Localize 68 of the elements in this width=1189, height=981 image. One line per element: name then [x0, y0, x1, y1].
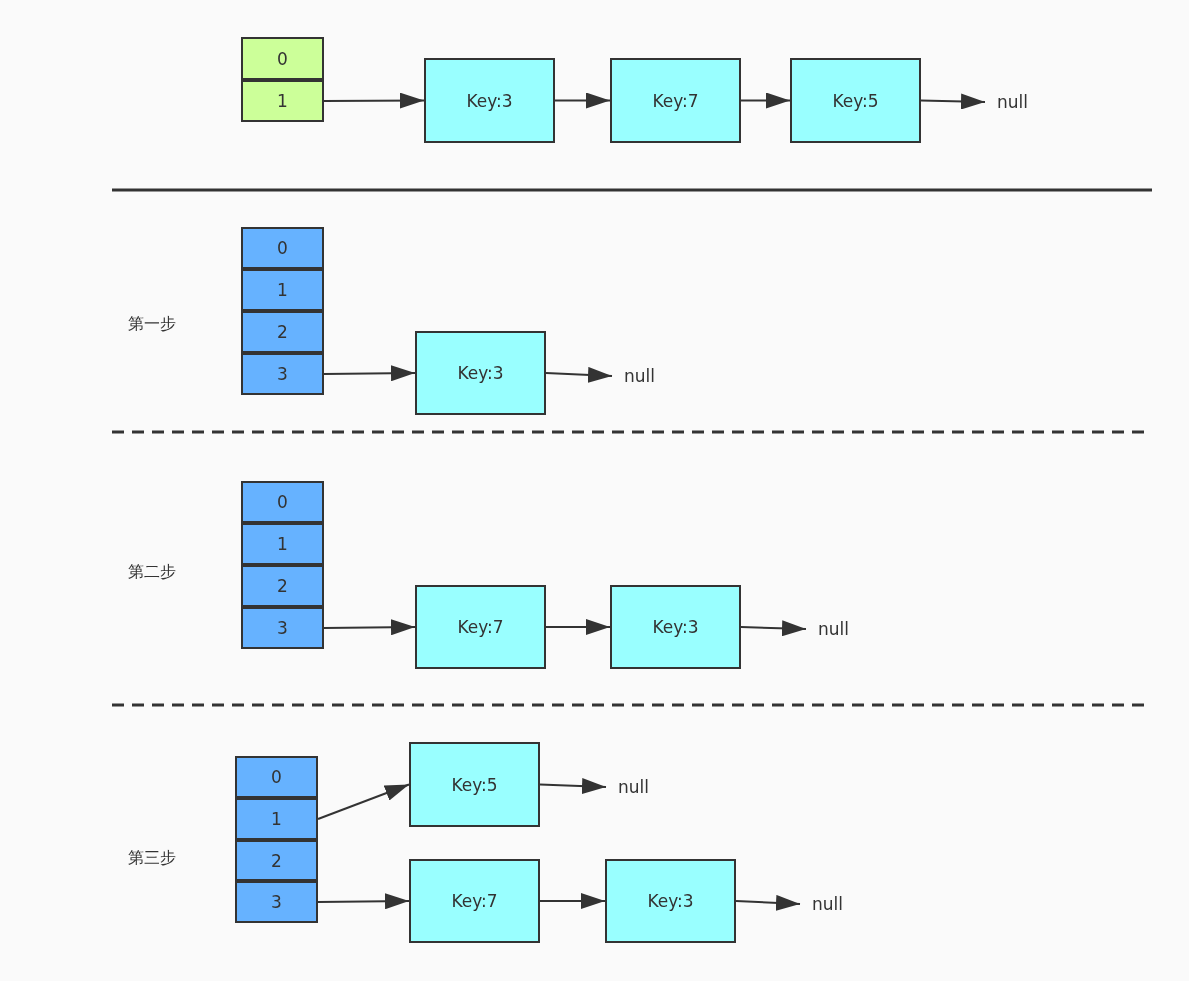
key-text: Key:7 — [451, 891, 498, 911]
index-text: 1 — [277, 534, 288, 554]
null-text: null — [812, 894, 843, 914]
index-text: 2 — [277, 576, 288, 596]
array-cell — [235, 756, 318, 798]
node-box — [610, 585, 741, 669]
arrow — [323, 619, 416, 636]
arrow — [539, 778, 607, 795]
array-cell — [241, 37, 324, 80]
array-cell — [241, 227, 324, 269]
key-text: Key:5 — [832, 90, 879, 111]
key-text: Key:3 — [652, 617, 699, 637]
arrow — [323, 365, 416, 382]
null-text: null — [997, 92, 1028, 112]
index-text: 3 — [277, 618, 288, 638]
node-box — [415, 585, 546, 669]
node-box — [605, 859, 736, 943]
arrow — [740, 620, 807, 637]
index-text: 0 — [277, 48, 288, 69]
array-cell — [241, 269, 324, 311]
arrow — [740, 92, 791, 109]
null-text: null — [618, 777, 649, 797]
arrow — [545, 619, 611, 635]
array-cell — [235, 881, 318, 923]
array-cell — [241, 353, 324, 395]
key-text: Key:7 — [457, 617, 504, 637]
arrow — [735, 894, 801, 911]
step-label: 第三步 — [128, 848, 176, 869]
array-cell — [235, 840, 318, 881]
null-text: null — [624, 366, 655, 386]
arrow — [920, 93, 986, 110]
array-cell — [241, 481, 324, 523]
arrow — [317, 783, 410, 820]
index-text: 1 — [277, 280, 288, 300]
node-box — [409, 742, 540, 827]
array-cell — [241, 80, 324, 122]
null-text: null — [818, 619, 849, 639]
node-box — [424, 58, 555, 143]
node-box — [415, 331, 546, 415]
step-label: 第二步 — [128, 562, 176, 583]
key-text: Key:5 — [451, 774, 498, 795]
index-text: 3 — [277, 364, 288, 384]
arrow — [545, 366, 613, 383]
index-text: 1 — [271, 809, 282, 829]
index-text: 2 — [277, 322, 288, 342]
array-cell — [241, 523, 324, 565]
index-text: 0 — [277, 492, 288, 512]
arrow — [323, 92, 425, 109]
arrow — [554, 92, 611, 109]
index-text: 0 — [271, 767, 282, 787]
key-text: Key:3 — [457, 363, 504, 383]
array-cell — [235, 798, 318, 840]
key-text: Key:3 — [466, 90, 513, 111]
key-text: Key:3 — [647, 891, 694, 911]
index-text: 3 — [271, 892, 282, 912]
node-box — [610, 58, 741, 143]
array-cell — [241, 607, 324, 649]
node-box — [790, 58, 921, 143]
index-text: 1 — [277, 91, 288, 111]
node-box — [409, 859, 540, 943]
arrow — [317, 893, 410, 910]
step-label: 第一步 — [128, 314, 176, 335]
key-text: Key:7 — [652, 90, 699, 111]
arrow — [539, 893, 606, 909]
array-cell — [241, 565, 324, 607]
array-cell — [241, 311, 324, 353]
index-text: 2 — [271, 850, 282, 871]
index-text: 0 — [277, 238, 288, 258]
